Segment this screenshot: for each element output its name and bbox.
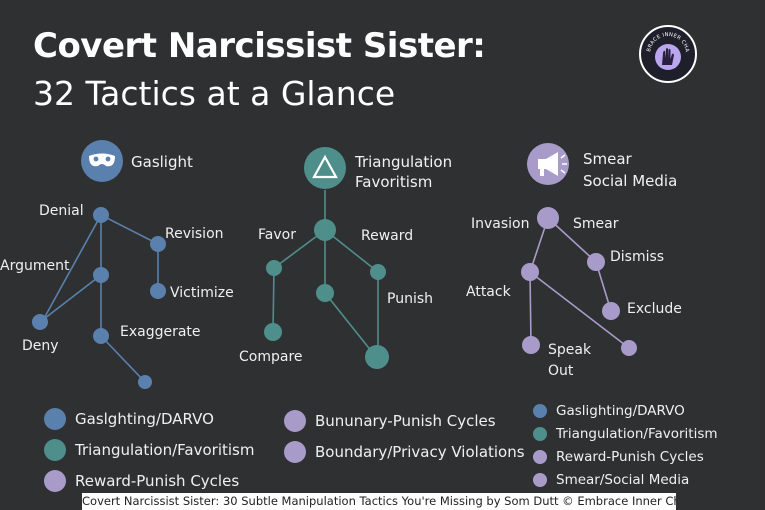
legend-dot-purple — [284, 410, 306, 432]
node-reward — [370, 264, 386, 280]
node-argument — [93, 267, 109, 283]
label-deny: Deny — [22, 338, 59, 354]
node-exclude — [602, 302, 620, 320]
label-punish: Punish — [387, 291, 433, 307]
legend-label: Reward-Punish Cycles — [75, 472, 240, 490]
legend-dot-purple — [284, 441, 306, 463]
legend-dot-blue — [533, 404, 547, 418]
node-exaggerate — [93, 328, 109, 344]
node-revision — [150, 236, 166, 252]
smear-heading-2: Social Media — [583, 172, 677, 190]
triangulation-heading-2: Favoritism — [355, 173, 432, 191]
node-dismiss — [587, 253, 605, 271]
legend-label: Bununary-Punish Cycles — [315, 412, 496, 430]
triangle-icon — [312, 154, 338, 179]
node-smear-leaf — [621, 340, 637, 356]
legend-mid-item: Boundary/Privacy Violations — [284, 441, 525, 463]
node-invasion — [537, 207, 559, 229]
cluster-smear — [529, 217, 630, 349]
node-victimize — [150, 283, 166, 299]
legend-right-item: Reward-Punish Cycles — [533, 449, 704, 465]
legend-label: Triangulation/Favoritism — [75, 441, 255, 459]
node-deny — [32, 314, 48, 330]
label-denial: Denial — [39, 203, 84, 219]
label-dismiss: Dismiss — [610, 249, 664, 265]
label-favor: Favor — [258, 227, 296, 243]
node-favor — [266, 260, 282, 276]
node-compare — [264, 323, 282, 341]
label-revision: Revision — [165, 226, 224, 242]
node-punish — [365, 345, 389, 369]
triangulation-heading-1: Triangulation — [354, 153, 452, 171]
legend-dot-teal — [44, 439, 66, 461]
legend-dot-purple — [533, 450, 547, 464]
legend-label: Smear/Social Media — [556, 472, 690, 488]
cluster-gaslight — [39, 214, 159, 383]
legend-label: Reward-Punish Cycles — [556, 449, 704, 465]
legend-dot-teal — [533, 427, 547, 441]
legend-label: Triangulation/Favoritism — [556, 426, 718, 442]
label-compare: Compare — [239, 349, 303, 365]
legend-mid-item: Bununary-Punish Cycles — [284, 410, 496, 432]
legend-label: Boundary/Privacy Violations — [315, 443, 525, 461]
legend-left-item: Triangulation/Favoritism — [44, 439, 254, 461]
legend-right-item: Triangulation/Favoritism — [533, 426, 718, 442]
gaslight-heading: Gaslight — [131, 153, 193, 171]
cluster-triangulation — [272, 190, 379, 358]
legend-right-item: Smear/Social Media — [533, 472, 689, 488]
legend-left-item: Reward-Punish Cycles — [44, 470, 239, 492]
triangulation-head-circle — [304, 147, 346, 189]
label-smear: Smear — [573, 216, 619, 232]
node-attack — [521, 263, 539, 281]
label-out: Out — [548, 363, 574, 379]
caption-bar: Covert Narcissist Sister: 30 Subtle Mani… — [82, 493, 676, 510]
title-line-1: Covert Narcissist Sister: — [33, 26, 486, 66]
legend-dot-purple — [533, 473, 547, 487]
legend-left-item: Gaslghting/DARVO — [44, 408, 214, 430]
legend-right-item: Gaslighting/DARVO — [533, 403, 685, 419]
label-reward: Reward — [361, 228, 413, 244]
node-punish-hub — [316, 284, 334, 302]
legend-dot-purple — [44, 470, 66, 492]
legend-label: Gaslighting/DARVO — [556, 403, 685, 419]
legend-label: Gaslghting/DARVO — [75, 410, 214, 428]
megaphone-icon — [538, 152, 567, 176]
hands-logo-icon — [662, 48, 674, 65]
label-argument: Argument — [0, 258, 70, 274]
title-line-2: 32 Tactics at a Glance — [33, 74, 396, 113]
label-exaggerate: Exaggerate — [120, 324, 201, 340]
legend-dot-blue — [44, 408, 66, 430]
label-invasion: Invasion — [471, 216, 530, 232]
label-speak: Speak — [548, 342, 592, 358]
label-attack: Attack — [466, 284, 512, 300]
node-speak-out — [522, 336, 540, 354]
label-exclude: Exclude — [627, 301, 682, 317]
smear-heading-1: Smear — [583, 150, 633, 168]
node-favor-hub — [314, 219, 336, 241]
node-denial — [93, 207, 109, 223]
brand-logo: EMBRACE INNER CHAOS — [639, 25, 697, 83]
label-victimize: Victimize — [170, 285, 234, 301]
node-gaslight-leaf — [138, 375, 152, 389]
